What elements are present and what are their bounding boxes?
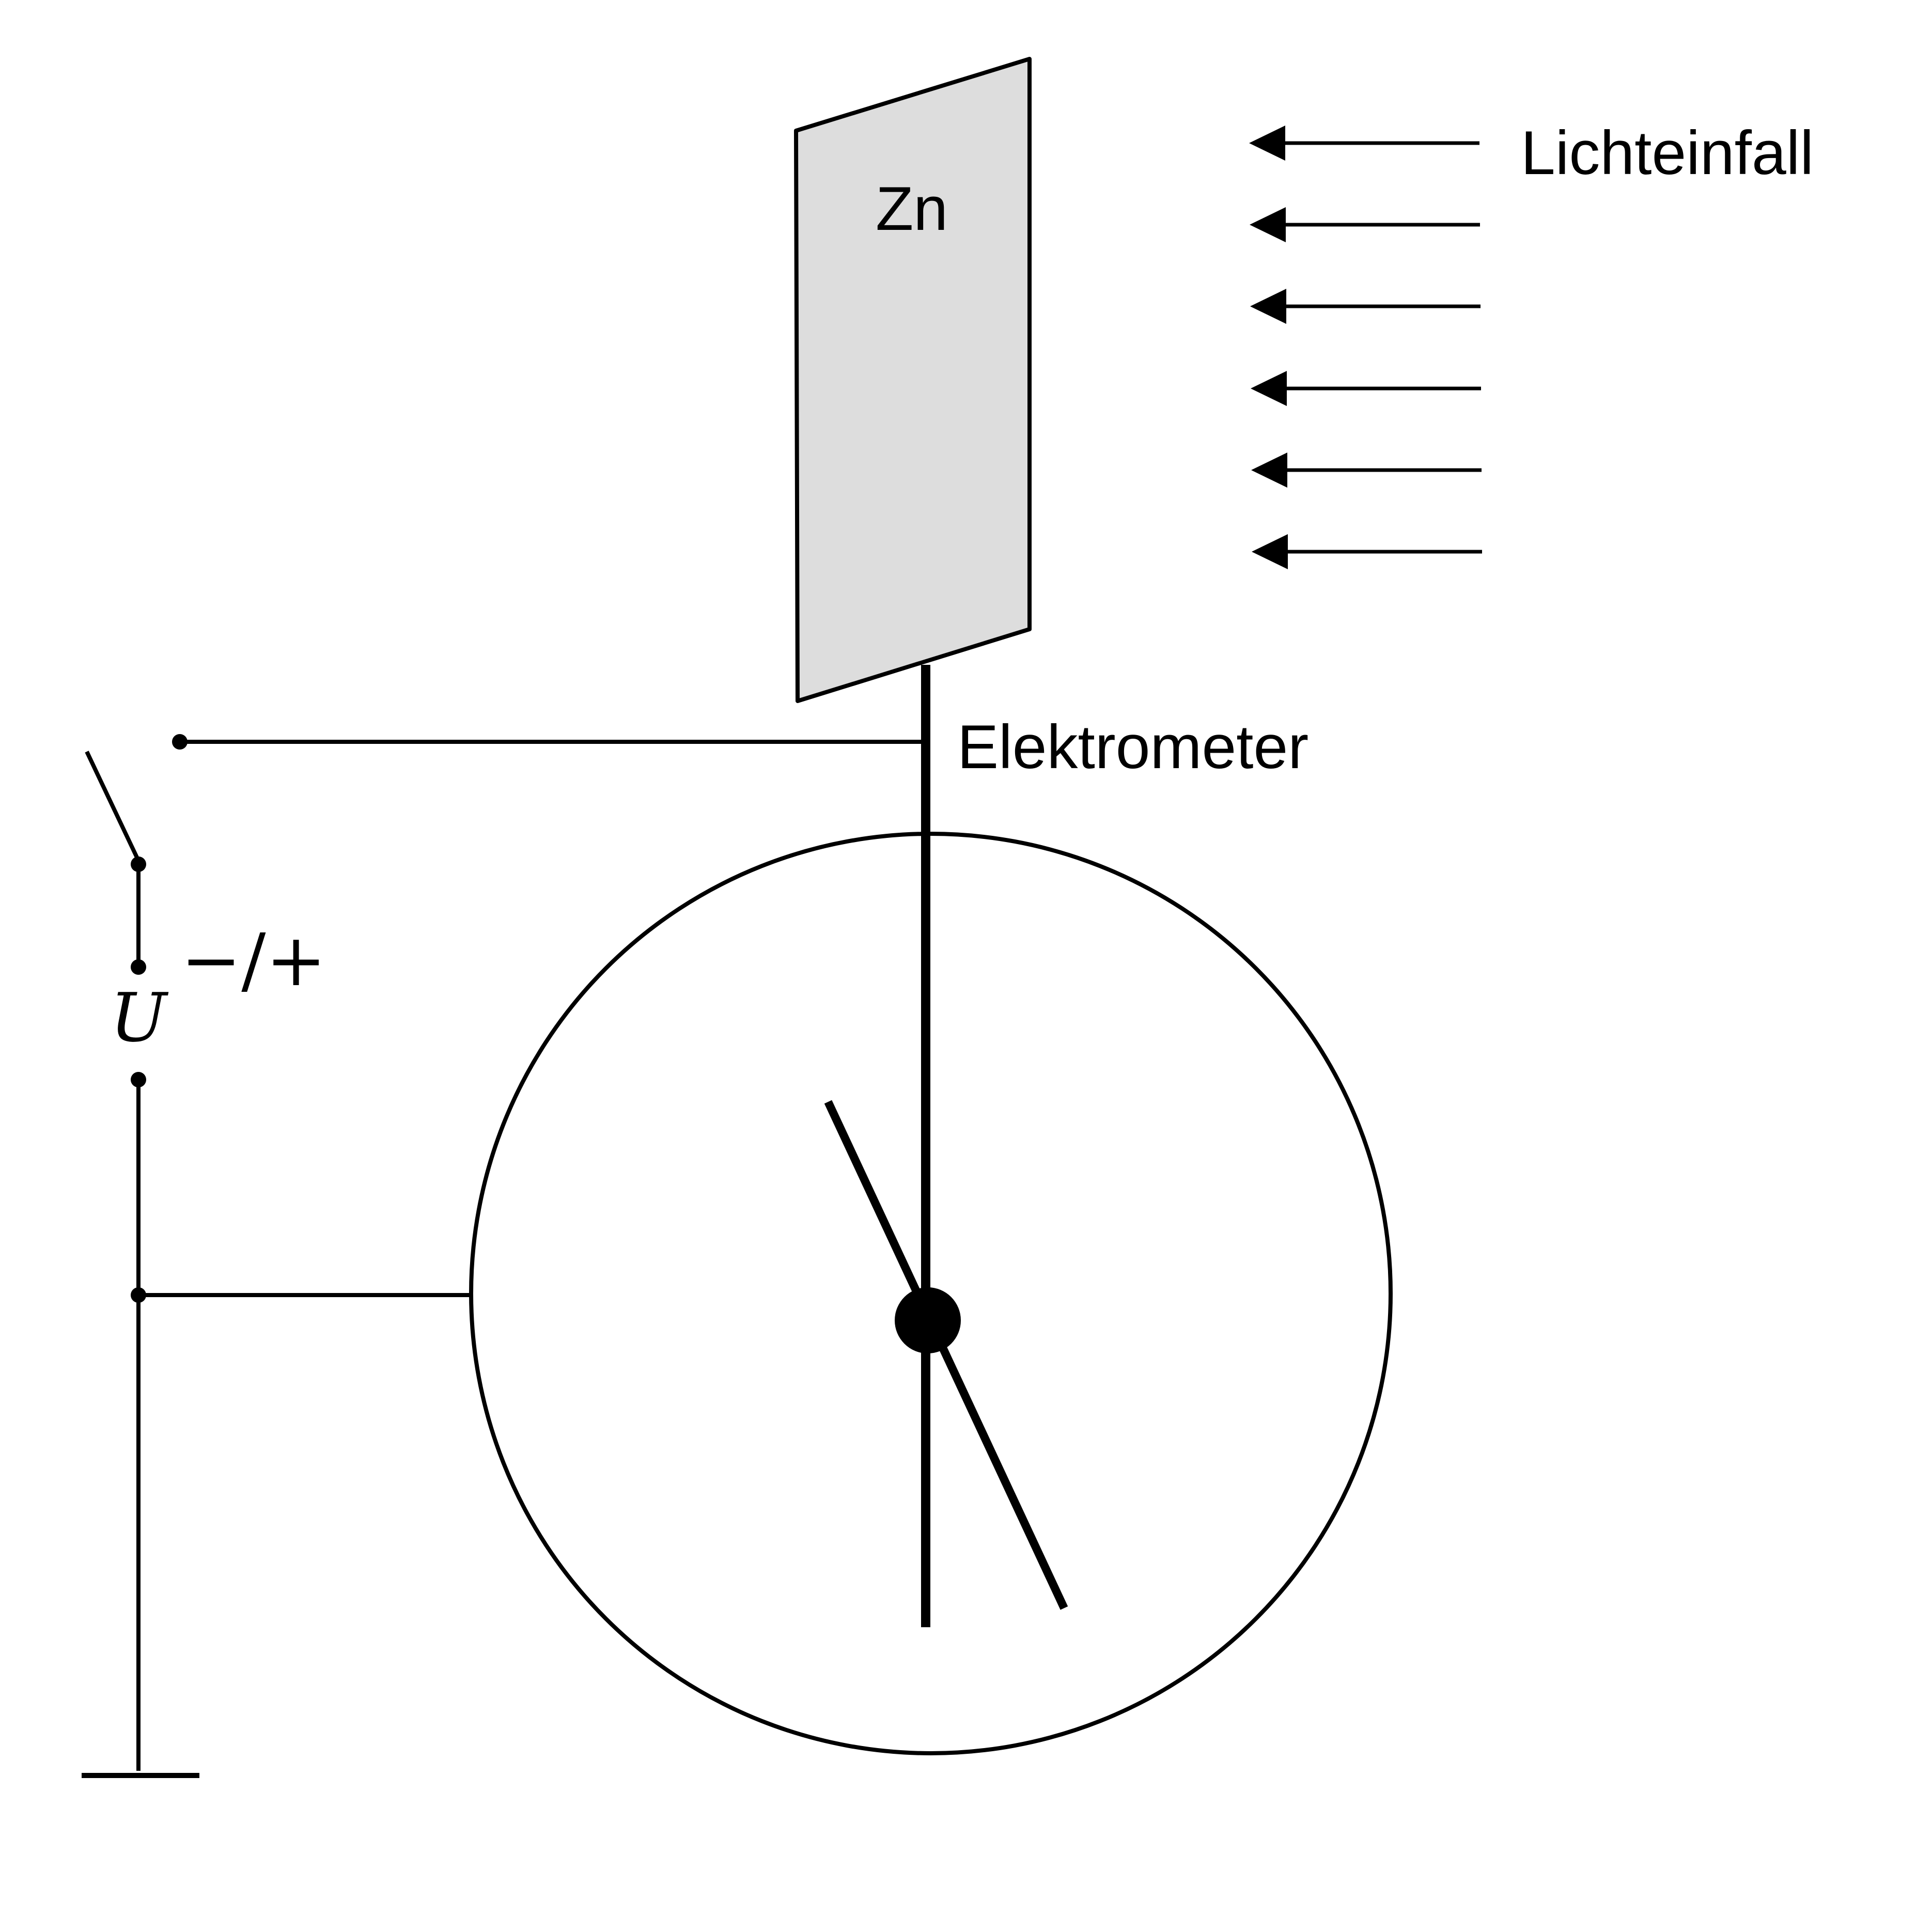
- light-arrow: [1249, 126, 1479, 161]
- light-arrow: [1251, 371, 1481, 406]
- zinc-plate: [794, 57, 1032, 703]
- electrometer-pointer: [824, 1100, 1068, 1610]
- zinc-plate-label: Zn: [876, 174, 948, 243]
- light-arrow: [1252, 534, 1482, 569]
- voltage-source-top-terminal: [131, 959, 146, 975]
- light-arrow: [1250, 207, 1480, 242]
- light-arrow: [1250, 289, 1481, 324]
- voltage-polarity-label: −/+: [181, 918, 326, 1003]
- switch-blade: [85, 751, 141, 862]
- light-label: Lichteinfall: [1521, 118, 1814, 188]
- voltage-symbol-label: U: [110, 978, 169, 1057]
- switch-contact-terminal: [172, 734, 188, 750]
- pointer-pivot: [895, 1287, 961, 1353]
- electrometer-label: Elektrometer: [957, 712, 1308, 782]
- light-arrows: [1249, 126, 1482, 569]
- light-arrow: [1251, 453, 1482, 488]
